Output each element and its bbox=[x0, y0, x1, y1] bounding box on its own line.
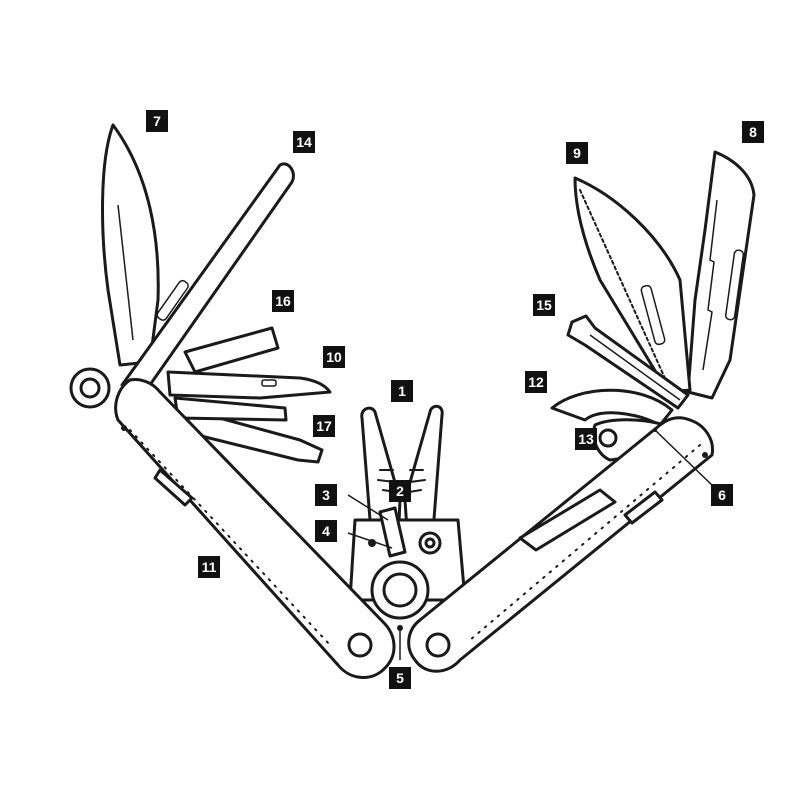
callout-9: 9 bbox=[566, 142, 588, 164]
right-handle bbox=[407, 416, 715, 673]
flat-screwdriver bbox=[183, 326, 280, 374]
callout-16: 16 bbox=[272, 290, 294, 312]
callout-1: 1 bbox=[391, 380, 413, 402]
bottle-opener-left bbox=[173, 396, 288, 422]
callout-2: 2 bbox=[389, 480, 411, 502]
saw-blade bbox=[573, 176, 692, 394]
callout-3: 3 bbox=[315, 484, 337, 506]
can-opener bbox=[550, 388, 674, 427]
callout-7: 7 bbox=[146, 110, 168, 132]
callout-8: 8 bbox=[742, 121, 764, 143]
pliers-head bbox=[348, 404, 467, 620]
callout-12: 12 bbox=[525, 371, 547, 393]
serrated-knife bbox=[686, 150, 756, 400]
knife-blade bbox=[101, 123, 160, 367]
small-blade bbox=[166, 370, 332, 400]
left-handle bbox=[114, 378, 396, 679]
callout-10: 10 bbox=[323, 346, 345, 368]
callout-5: 5 bbox=[389, 667, 411, 689]
leader-lines bbox=[347, 428, 716, 660]
pivot-point bbox=[397, 625, 403, 631]
callout-14: 14 bbox=[293, 131, 315, 153]
lanyard-ring bbox=[69, 367, 111, 409]
callout-17: 17 bbox=[313, 415, 335, 437]
file-arm bbox=[120, 162, 295, 394]
phillips-screwdriver bbox=[566, 314, 690, 410]
callout-13: 13 bbox=[575, 428, 597, 450]
callout-4: 4 bbox=[315, 520, 337, 542]
callout-11: 11 bbox=[198, 556, 220, 578]
callout-6: 6 bbox=[711, 484, 733, 506]
callout-15: 15 bbox=[533, 294, 555, 316]
